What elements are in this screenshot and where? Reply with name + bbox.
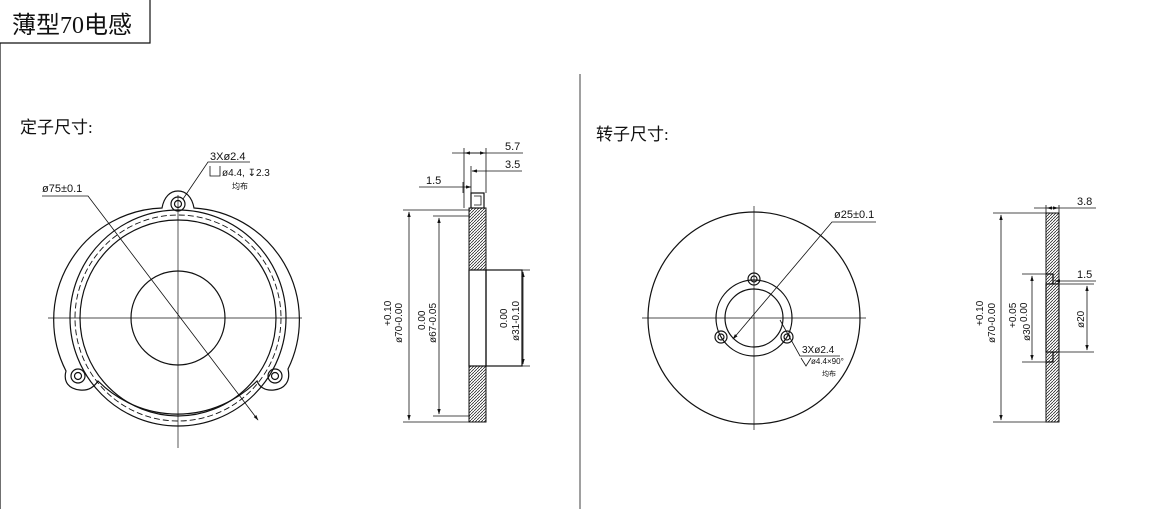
rotor-dia30-tol2: 0.00 — [1019, 302, 1030, 322]
rotor-thickness-extensions — [1045, 205, 1060, 213]
stator-hole-leader — [182, 161, 250, 200]
stator-diameter-label: ø75±0.1 — [42, 183, 82, 195]
stator-even-label: 均布 — [232, 181, 248, 191]
stator-dim-5-7: 5.7 — [505, 141, 520, 153]
rotor-dim-1-5: 1.5 — [1077, 269, 1092, 281]
title-box-border — [0, 0, 151, 44]
title-block: 薄型70电感 — [0, 0, 151, 44]
rotor-hole-right-inner — [783, 333, 791, 341]
stator-dim-3-5: 3.5 — [505, 159, 520, 171]
rotor-diameter-label: ø25±0.1 — [834, 209, 874, 221]
stator-dia31-tol: 0.00 — [499, 308, 510, 328]
stator-lug-hole — [474, 195, 482, 206]
rotor-dia70-extensions — [993, 212, 1046, 423]
rotor-hole-leader — [779, 319, 840, 357]
stator-upper-hatch — [468, 207, 487, 271]
rotor-dia30-tol: +0.05 — [1008, 302, 1019, 328]
stator-lower-hatch — [468, 365, 487, 423]
stator-web — [468, 269, 487, 367]
rotor-hole-left-inner — [717, 333, 725, 341]
rotor-side-view: 3.8 1.5 ø70-0.00 +0.10 ø30 +0.05 0.00 ø2… — [975, 196, 1096, 423]
stator-hole-right-outer — [267, 368, 283, 384]
stator-hole-right-inner — [270, 371, 280, 381]
rotor-hole-label: 3Xø2.4 — [802, 345, 835, 356]
stator-dia67-tol: 0.00 — [417, 310, 428, 330]
rotor-dia20-extensions — [1059, 283, 1094, 353]
rotor-diameter-leader — [732, 221, 876, 340]
stator-dia31-extensions — [486, 269, 530, 367]
stator-diameter-leader — [42, 195, 259, 421]
stator-heading: 定子尺寸: — [20, 118, 93, 137]
rotor-dim-3-8: 3.8 — [1077, 196, 1092, 208]
rotor-countersink-label: ø4.4×90° — [811, 357, 844, 366]
stator-outer-flange — [53, 190, 300, 415]
stator-lug — [470, 192, 485, 209]
rotor-plate-hatch — [1045, 212, 1060, 423]
rotor-dia20: ø20 — [1076, 310, 1087, 328]
rotor-hole-left-outer — [714, 330, 728, 344]
stator-front-view: ø75±0.1 3Xø2.4 ø4.4, ↧2.3 均布 — [42, 151, 302, 448]
stator-hole-left-outer — [70, 368, 86, 384]
stator-dia31-main: ø31-0.10 — [511, 301, 522, 341]
stator-dia70-extensions — [403, 209, 470, 423]
rotor-dia30-extensions — [1022, 273, 1046, 363]
rotor-dia70-main: ø70-0.00 — [987, 303, 998, 343]
drawing-title: 薄型70电感 — [12, 12, 132, 39]
rotor-heading: 转子尺寸: — [596, 125, 669, 144]
stator-top-extensions — [462, 148, 487, 208]
stator-dia67-extensions — [433, 215, 470, 417]
stator-dia70-main: ø70-0.00 — [394, 303, 405, 343]
stator-dia67-main: ø67-0.05 — [428, 303, 439, 343]
rotor-front-view: ø25±0.1 3Xø2.4 ø4.4×90° 均布 — [642, 206, 876, 430]
rotor-dia30-main: ø30 — [1022, 323, 1033, 341]
counterbore-symbol — [209, 166, 221, 177]
stator-dim-1-5: 1.5 — [426, 175, 441, 187]
rotor-hole-right-outer — [780, 330, 794, 344]
stator-side-view: ø70-0.00 +0.10 ø67-0.05 0.00 ø31-0.10 0.… — [383, 141, 530, 423]
stator-hole-left-inner — [73, 371, 83, 381]
rotor-dia70-tol: +0.10 — [975, 300, 986, 326]
countersink-symbol — [800, 357, 812, 367]
stator-counterbore-label: ø4.4, ↧2.3 — [222, 168, 270, 179]
rotor-even-label: 均布 — [822, 369, 836, 378]
stator-dia70-tol: +0.10 — [383, 300, 394, 326]
rotor-shoulders — [1046, 273, 1054, 363]
stator-hole-label: 3Xø2.4 — [210, 151, 245, 163]
